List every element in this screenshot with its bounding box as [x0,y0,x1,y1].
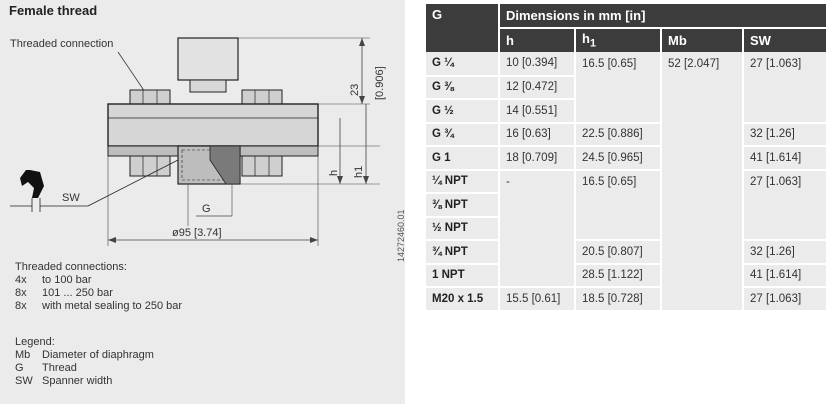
table-row: ½ NPT [426,216,826,241]
dim-23-inch-label: [0.906] [374,66,386,100]
stem-neck [189,79,227,93]
table-row: G ½ 14 [0.551] [426,99,826,124]
header-g: G [426,4,500,52]
bolt-bottom-right [241,155,283,177]
dim-23-label: 23 [349,84,361,96]
notes-heading: Threaded connections: [15,261,127,273]
dim-95-label: ø95 [3.74] [172,227,222,239]
table-row: G ¼ 10 [0.394] 16.5 [0.65] 52 [2.047] 27… [426,52,826,77]
header-dimensions: Dimensions in mm [in] [499,4,826,28]
table-row: G ¾ 16 [0.63] 22.5 [0.886] 32 [1.26] [426,122,826,147]
table-row: G ⅜ 12 [0.472] [426,75,826,100]
header-h: h [499,27,576,52]
spanner-icon [20,170,44,198]
bolt-top-left [129,89,171,105]
document-number: 14272460.01 [396,209,406,262]
header-mb: Mb [661,27,744,52]
stem [177,37,239,81]
label-g: G [202,203,211,215]
upper-flange [107,103,319,147]
drawing-panel: Female thread Threaded connection [0,0,405,404]
technical-drawing: Threaded connection 23 [0. [10,37,386,246]
legend-heading: Legend: [15,336,55,348]
callout-leader [117,51,146,93]
header-h1: h1 [575,27,662,52]
port-section-hatch [209,145,241,185]
label-h1: h1 [353,166,365,178]
panel-title: Female thread [9,3,98,18]
bolt-top-right [241,89,283,105]
bolt-bottom-left [129,155,171,177]
table-row: ¼ NPT - 16.5 [0.65] 27 [1.063] [426,169,826,194]
dimensions-table: G Dimensions in mm [in] h h1 Mb SW G ¼ 1… [426,4,826,312]
table-row: 1 NPT 28.5 [1.122] 41 [1.614] [426,263,826,288]
table-row: G 1 18 [0.709] 24.5 [0.965] 41 [1.614] [426,146,826,171]
label-h: h [328,170,340,176]
table-row: ¾ NPT 20.5 [0.807] 32 [1.26] [426,240,826,265]
table-row: ⅜ NPT [426,193,826,218]
header-sw: SW [743,27,826,52]
label-sw: SW [62,192,80,204]
table-row: M20 x 1.5 15.5 [0.61] 18.5 [0.728] 27 [1… [426,287,826,312]
callout-label: Threaded connection [10,38,113,50]
